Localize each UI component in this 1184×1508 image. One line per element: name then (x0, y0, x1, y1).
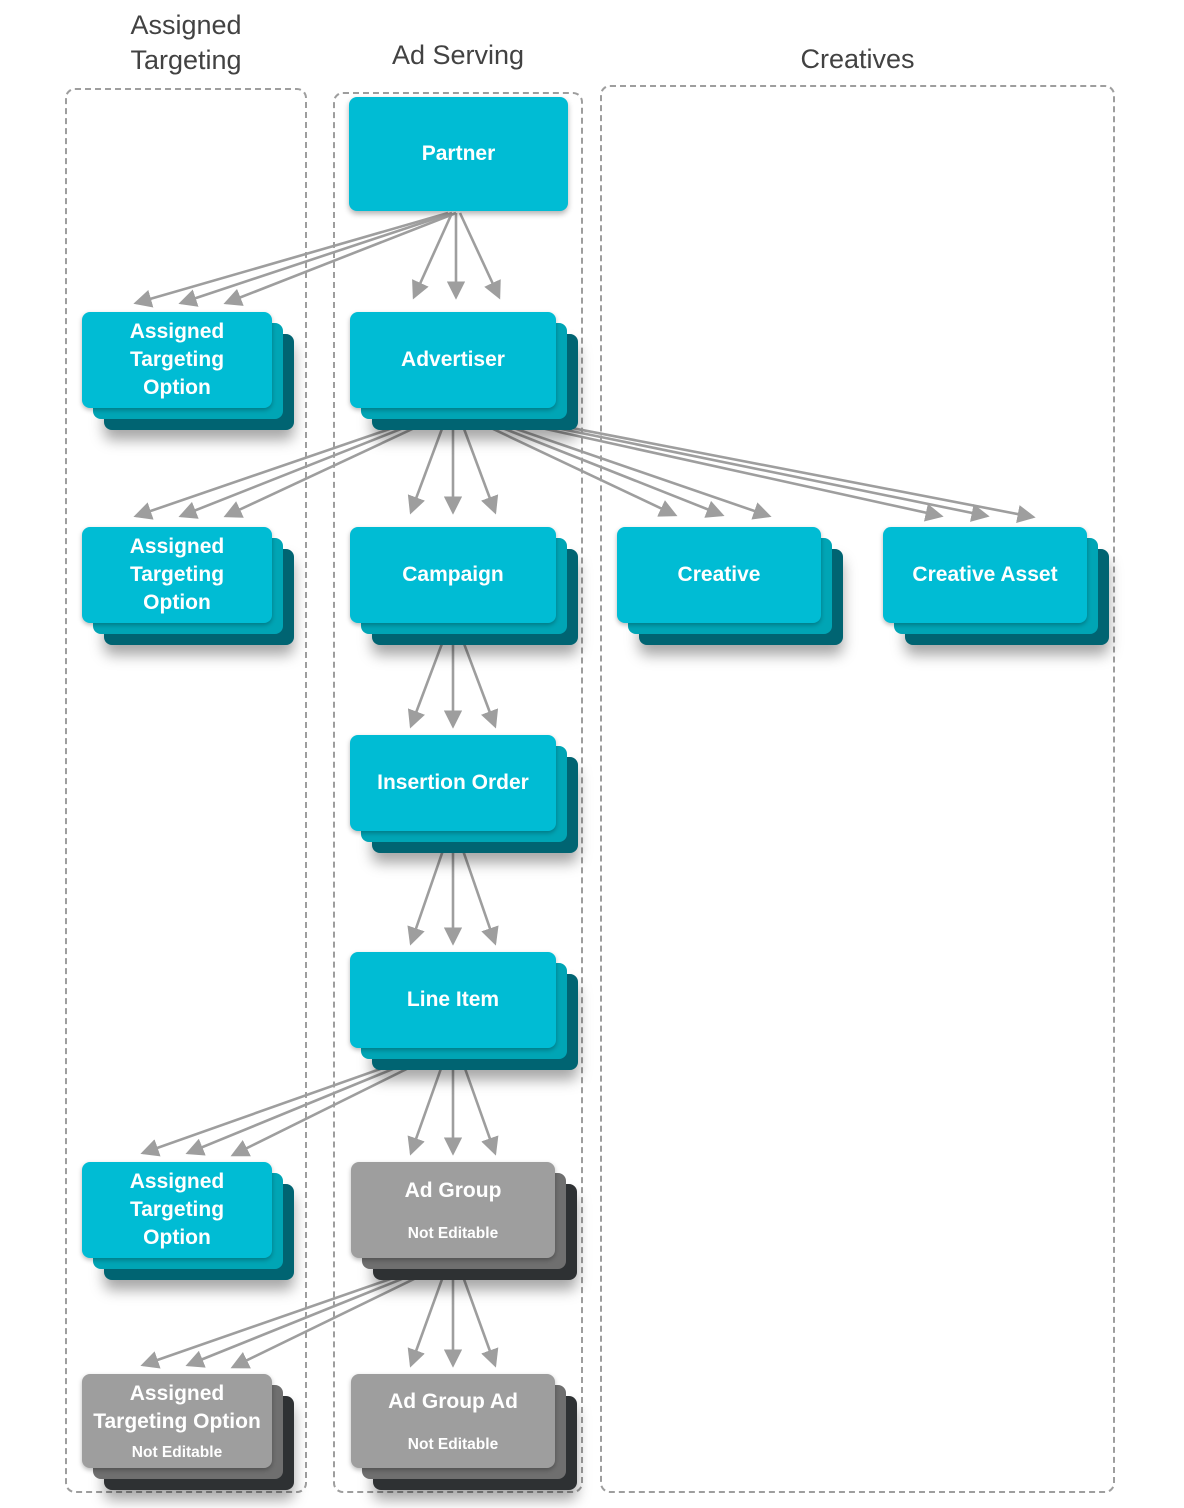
node-line-item: Line Item (350, 952, 578, 1070)
creatives-column (600, 85, 1115, 1493)
node-insertion-order: Insertion Order (350, 735, 578, 853)
node-sublabel: Not Editable (407, 1435, 499, 1453)
arrows-partner-to-advertiser (412, 212, 501, 300)
node-partner: Partner (349, 97, 568, 211)
creatives-column-title: Creatives (800, 44, 915, 74)
node-label: Creative (677, 563, 761, 587)
node-advertiser: Advertiser (350, 312, 578, 430)
ad-serving-column-title: Ad Serving (391, 40, 525, 70)
node-ad-group-ad: Ad Group Ad Not Editable (351, 1374, 577, 1490)
node-label: Insertion Order (377, 771, 529, 795)
node-label: Assigned Targeting Option (129, 1170, 225, 1249)
ad-serving-column (333, 92, 583, 1493)
node-assigned-targeting-option-not-editable: Assigned Targeting Option Not Editable (82, 1374, 294, 1490)
node-assigned-targeting-option-line-item: Assigned Targeting Option (82, 1162, 294, 1280)
node-assigned-targeting-option-campaign: Assigned Targeting Option (82, 527, 294, 645)
node-assigned-targeting-option-advertiser: Assigned Targeting Option (82, 312, 294, 430)
node-label: Assigned Targeting Option (129, 320, 225, 399)
node-creative-asset: Creative Asset (883, 527, 1109, 645)
node-label: Campaign (402, 563, 504, 587)
node-label: Ad Group Ad (388, 1390, 518, 1414)
node-campaign: Campaign (350, 527, 578, 645)
node-label: Partner (421, 142, 496, 166)
node-label: Creative Asset (912, 563, 1058, 587)
node-label: Assigned Targeting Option (129, 535, 225, 614)
assigned-targeting-column (65, 88, 307, 1493)
assigned-targeting-column-title: Assigned Targeting (130, 10, 242, 76)
node-label: Ad Group (404, 1179, 502, 1203)
node-ad-group: Ad Group Not Editable (351, 1162, 577, 1280)
node-label: Advertiser (401, 348, 505, 372)
arrows-partner-to-assigned-targeting-option (133, 211, 457, 308)
node-label: Assigned Targeting Option (93, 1382, 261, 1433)
node-creative: Creative (617, 527, 843, 645)
node-sublabel: Not Editable (131, 1443, 223, 1461)
node-label: Line Item (406, 988, 500, 1012)
node-sublabel: Not Editable (407, 1224, 499, 1242)
